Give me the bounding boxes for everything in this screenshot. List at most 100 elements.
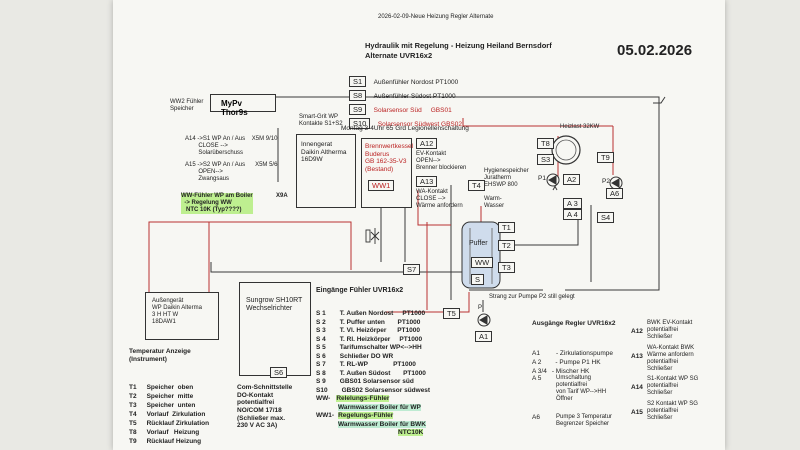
- input-id: S 3: [316, 327, 326, 334]
- input-text: GBS02 Solarsensor südwest: [341, 386, 431, 394]
- input-id: S 7: [316, 361, 326, 368]
- contact-id: A14: [631, 384, 643, 391]
- input-text: Relelungs-Fühler: [336, 395, 390, 402]
- sensor-tag-row: S1 Außenfühler Nordost PT1000: [349, 71, 458, 89]
- file-title: 2026-02-09-Neue Heizung Regler Alternate: [378, 14, 494, 20]
- s6-tag: S6: [270, 367, 288, 378]
- contact-id: A12: [631, 328, 643, 335]
- ev-contact-text: EV-Kontakt OPEN--> Brenner blockieren: [416, 151, 467, 172]
- sensor-tag-row: S10 Solarsensor Südwest GBS02: [349, 113, 462, 131]
- pump-bottom-icon: [477, 313, 491, 327]
- s3-tag: S3: [537, 154, 555, 165]
- wire-top-loop: [259, 96, 660, 112]
- output-row: A1 - Zirkulationspumpe: [532, 342, 613, 360]
- schematic-subtitle: Alternate UVR16x2: [365, 51, 433, 60]
- tank-sensor-tag: T2: [498, 240, 515, 251]
- pipe-red-heat-top: [462, 118, 613, 127]
- buffer-tank: [461, 221, 501, 289]
- pipe-red-wp-flow: [285, 221, 352, 270]
- sensor-tag: S8: [349, 90, 367, 101]
- a5-text: Umschaltung potentialfrei von Tarif WP--…: [556, 375, 607, 403]
- outputs-title: Ausgänge Regler UVR16x2: [532, 320, 616, 327]
- input-id: S 9: [316, 378, 326, 385]
- sensor-tag-text: Außenfühler Nordost PT1000: [373, 79, 459, 86]
- legionella-note: Montag 3-4Uhr 65 Grd Legionellenschaltun…: [341, 125, 469, 132]
- input-row: WW1-Regelungs-Fühler: [316, 404, 394, 422]
- a13-tag: A13: [416, 176, 438, 187]
- inputs-title: Eingänge Fühler UVR16x2: [316, 287, 404, 294]
- input-row: S 7 T. RL-WP PT1000: [316, 353, 416, 371]
- input-id: WW-: [316, 395, 331, 402]
- input-text: T. Puffer unten PT1000: [339, 318, 421, 326]
- input-id: S 1: [316, 310, 326, 317]
- input-text: T. Außen Nordost PT1000: [339, 310, 426, 317]
- input-row: Warmwasser Boiler für BWK: [338, 413, 426, 431]
- temp-id: T2: [129, 393, 137, 400]
- a5-id: A 5: [532, 375, 542, 382]
- tank-sensor-tag: T1: [498, 222, 515, 233]
- warm-water-label: Warm- Wasser: [484, 196, 505, 210]
- a6-text: Pumpe 3 Temperatur Begrenzer Speicher: [556, 414, 612, 428]
- temp-text: Rücklauf Zirkulation: [146, 420, 210, 427]
- input-id: WW1-: [316, 412, 335, 419]
- input-text: Warmwasser Boiler für WP: [338, 403, 421, 411]
- s7-tag: S7: [403, 264, 421, 275]
- output-text: - Zirkulationspumpe: [555, 350, 614, 357]
- document-date: 05.02.2026: [617, 42, 693, 59]
- output-id: A 2: [532, 359, 542, 366]
- output-row: A 2- Pumpe P1 HK: [532, 351, 601, 369]
- wire-s7-line: [210, 262, 453, 273]
- output-id: A1: [532, 350, 540, 357]
- temperature-display-title: Temperatur Anzeige (Instrument): [129, 348, 191, 363]
- a4-tag: A 4: [563, 209, 582, 220]
- contact-text: BWK EV-Kontakt potentialfrei Schließer: [647, 320, 693, 341]
- schematic-sheet: 2026-02-09-Neue Heizung Regler Alternate…: [113, 0, 725, 450]
- inverter-box: Sungrow SH10RT Wechselrichter: [239, 282, 311, 376]
- temp-id: T3: [129, 402, 137, 409]
- ww1-tag: WW1: [368, 180, 395, 191]
- pump-p1-icon: [546, 173, 560, 187]
- temp-text: Vorlauf Zirkulation: [146, 411, 206, 418]
- t4-tag: T4: [468, 180, 485, 191]
- t5-tag: T5: [443, 308, 460, 319]
- input-id: S 5: [316, 344, 326, 351]
- x9a-label: X9A: [276, 193, 288, 199]
- contact-text: S2 Kontakt WP SG potentialfrei Schließer: [647, 401, 698, 422]
- input-id: S10: [316, 386, 328, 394]
- sensor-tag-text: Außenfühler Südost PT1000: [373, 93, 456, 100]
- input-text: Regelungs-Fühler: [338, 412, 394, 419]
- a12-tag: A12: [416, 138, 438, 149]
- input-text: T. RL-WP PT1000: [339, 361, 416, 368]
- wire-top-right: [653, 96, 666, 104]
- com-interface-block: Com-Schnittstelle DO-Kontakt potentialfr…: [237, 384, 293, 430]
- input-row: S10 GBS02 Solarsensor südwest: [316, 379, 430, 397]
- a6-tag: A6: [606, 188, 624, 199]
- pipe-red-left-loop: [148, 221, 285, 300]
- valve-icon: [365, 228, 380, 244]
- sensor-tag: S9: [349, 104, 367, 115]
- input-text: Schließer DO WR: [339, 352, 394, 360]
- s4-tag: S4: [597, 212, 615, 223]
- hygiene-tank-label: Hygienespeicher Juratherm EHSWP 800: [484, 168, 529, 189]
- strang-note: Strang zur Pumpe P2 still gelegt: [489, 294, 575, 300]
- schematic-title: Hydraulik mit Regelung - Heizung Heiland…: [365, 41, 552, 50]
- output-text: - Mischer HK: [551, 368, 590, 375]
- smartgrid-label: Smart-Grit WP Kontakte S1+S2: [299, 114, 343, 128]
- a14-block: A14 ->S1 WP An / Aus X5M 9/10 CLOSE --> …: [185, 136, 278, 157]
- output-id: A 3/4: [532, 368, 547, 375]
- t9-tag: T9: [597, 152, 614, 163]
- a3-tag: A 3: [563, 198, 582, 209]
